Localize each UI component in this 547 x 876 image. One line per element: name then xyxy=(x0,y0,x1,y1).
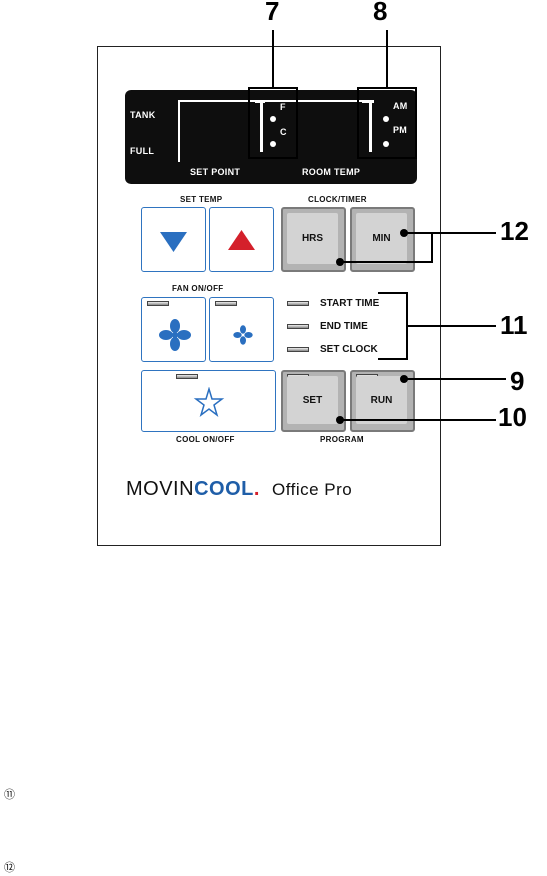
brand-dot: . xyxy=(254,478,260,500)
brand-movin: MOVIN xyxy=(126,478,194,500)
footnote-12: ⑫ xyxy=(4,859,15,875)
brand-cool: COOL xyxy=(194,478,254,500)
brand-product: Office Pro xyxy=(272,480,352,499)
brand-logo: MOVINCOOL. Office Pro xyxy=(126,478,352,501)
footnote-11: ⑪ xyxy=(4,786,15,802)
